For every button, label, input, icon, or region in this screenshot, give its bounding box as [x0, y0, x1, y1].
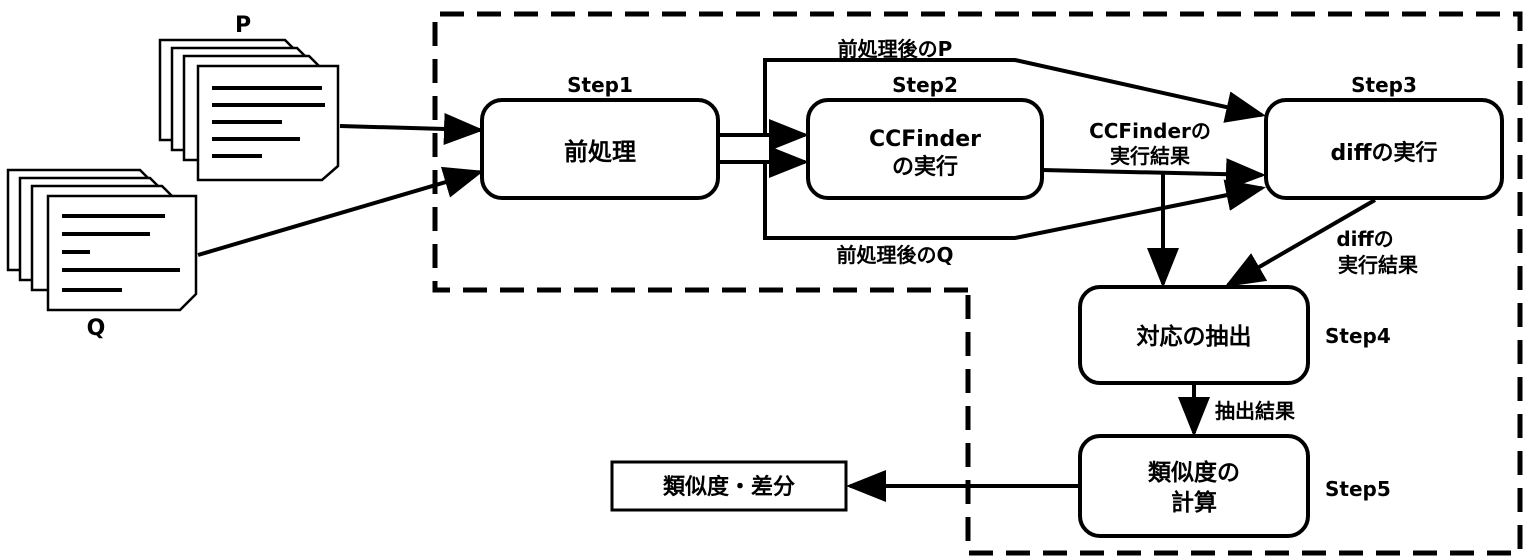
edge-label-extraction-result: 抽出結果 [1215, 399, 1295, 423]
document-p-label: P [235, 13, 251, 38]
step5-box [1078, 434, 1310, 538]
step3-box [1264, 98, 1504, 200]
arrow-step3-to-step4 [1224, 198, 1377, 288]
arrow-q-to-step1 [197, 166, 484, 257]
step3-box-text: diffの実行 [1330, 140, 1437, 166]
path-preprocessed-q [763, 162, 1266, 240]
arrow-p-to-step1 [339, 112, 484, 145]
step3-label: Step3 [1351, 73, 1417, 97]
edge-label-ccfinder-result-line1: CCFinderの [1089, 119, 1211, 143]
doc-page-icon [196, 64, 340, 182]
step1-label: Step1 [567, 73, 633, 97]
edge-label-preprocessed-q: 前処理後のQ [836, 243, 953, 267]
step1-box [480, 98, 720, 200]
edge-label-diff-result-line2: 実行結果 [1338, 253, 1418, 277]
edge-label-preprocessed-p: 前処理後のP [838, 37, 953, 61]
document-stack-q: Q [6, 168, 198, 341]
step2-box-text-line1: CCFinder [869, 127, 981, 152]
step1-box-text: 前処理 [564, 138, 636, 166]
step2-box [806, 98, 1044, 200]
edge-label-diff-result-line1: diffの [1336, 227, 1393, 251]
arrow-step2-to-step3 [1041, 158, 1266, 191]
edge-label-ccfinder-result-line2: 実行結果 [1110, 144, 1190, 168]
step5-box-text-line1: 類似度の [1148, 459, 1240, 486]
step2-label: Step2 [892, 73, 958, 97]
step5-label: Step5 [1325, 477, 1391, 501]
step5-box-text-line2: 計算 [1171, 489, 1217, 516]
document-q-label: Q [87, 316, 106, 341]
step4-box-text: 対応の抽出 [1137, 323, 1252, 350]
step2-box-text-line2: の実行 [892, 154, 958, 180]
document-stack-p: P [158, 13, 340, 182]
doc-page-icon [46, 194, 198, 312]
path-preprocessed-p [763, 58, 1266, 135]
step4-label: Step4 [1325, 324, 1391, 348]
output-box-text: 類似度・差分 [663, 474, 795, 500]
output-box [610, 460, 848, 512]
dashed-boundary [432, 11, 1523, 556]
